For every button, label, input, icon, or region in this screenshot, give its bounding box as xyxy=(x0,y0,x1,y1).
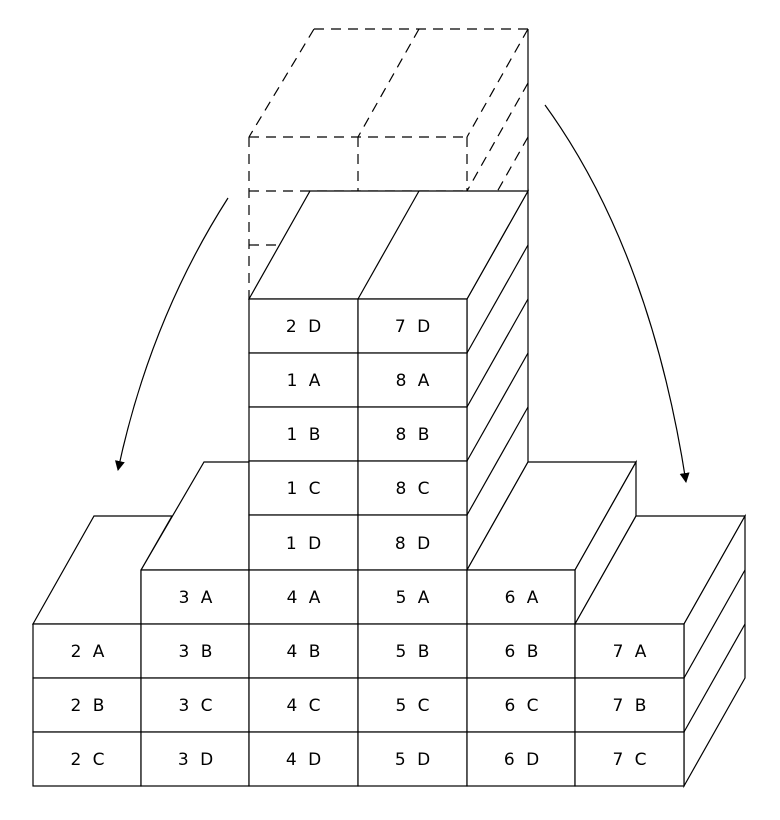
tower-block xyxy=(247,188,530,573)
label-8a: 8 A xyxy=(396,371,433,391)
label-1b: 1 B xyxy=(287,425,324,445)
label-8c: 8 C xyxy=(395,479,432,499)
cell-6b xyxy=(466,623,576,679)
right-curved-arrow xyxy=(544,104,690,483)
label-6b: 6 B xyxy=(505,642,542,662)
label-3a: 3 A xyxy=(179,588,216,608)
label-1c: 1 C xyxy=(286,479,323,499)
label-2b: 2 B xyxy=(71,696,108,716)
cell-4b xyxy=(248,623,359,679)
cell-5b xyxy=(357,623,468,679)
cell-7a xyxy=(574,623,685,679)
label-6c: 6 C xyxy=(504,696,541,716)
cell-8b xyxy=(357,406,468,462)
left-curved-arrow xyxy=(114,197,229,471)
step-surfaces xyxy=(31,459,747,789)
cell-3b xyxy=(140,623,250,679)
label-5a: 5 A xyxy=(396,588,433,608)
label-3d: 3 D xyxy=(178,750,216,770)
cell-8d xyxy=(357,514,468,571)
label-5c: 5 C xyxy=(395,696,432,716)
label-4c: 4 C xyxy=(286,696,323,716)
cell-3c xyxy=(140,677,250,733)
label-1d: 1 D xyxy=(286,534,324,554)
cell-3d xyxy=(140,731,250,787)
label-3c: 3 C xyxy=(178,696,215,716)
label-1a: 1 A xyxy=(287,371,324,391)
label-5d: 5 D xyxy=(395,750,433,770)
label-6a: 6 A xyxy=(505,588,542,608)
label-7a: 7 A xyxy=(613,642,650,662)
label-3b: 3 B xyxy=(179,642,216,662)
label-4d: 4 D xyxy=(286,750,324,770)
label-2a: 2 A xyxy=(71,642,108,662)
cell-6d xyxy=(466,731,576,787)
label-4a: 4 A xyxy=(287,588,324,608)
front-grid xyxy=(32,298,685,787)
cell-1b xyxy=(248,406,359,462)
label-7c: 7 C xyxy=(612,750,649,770)
label-4b: 4 B xyxy=(287,642,324,662)
cell-labels: 2 D 7 D 1 A 8 A 1 B 8 B 1 C 8 C 1 D 8 D … xyxy=(70,317,650,770)
label-5b: 5 B xyxy=(396,642,433,662)
cell-1d xyxy=(248,514,359,571)
cell-4a xyxy=(248,569,359,625)
label-7b: 7 B xyxy=(613,696,650,716)
label-6d: 6 D xyxy=(504,750,542,770)
label-2d: 2 D xyxy=(286,317,324,337)
cell-3a xyxy=(140,569,250,625)
label-2c: 2 C xyxy=(70,750,107,770)
cell-2a xyxy=(32,623,142,679)
cell-5c xyxy=(357,677,468,733)
cell-5d xyxy=(357,731,468,787)
cell-1c xyxy=(248,460,359,516)
cell-8c xyxy=(357,460,468,516)
cell-1a xyxy=(248,352,359,408)
label-8d: 8 D xyxy=(395,534,433,554)
cell-7c xyxy=(574,731,685,787)
label-7d: 7 D xyxy=(395,317,433,337)
cell-6a xyxy=(466,569,576,625)
cell-5a xyxy=(357,569,468,625)
cell-7d xyxy=(357,298,468,354)
label-8b: 8 B xyxy=(396,425,433,445)
cell-2d xyxy=(248,298,359,354)
cell-4c xyxy=(248,677,359,733)
